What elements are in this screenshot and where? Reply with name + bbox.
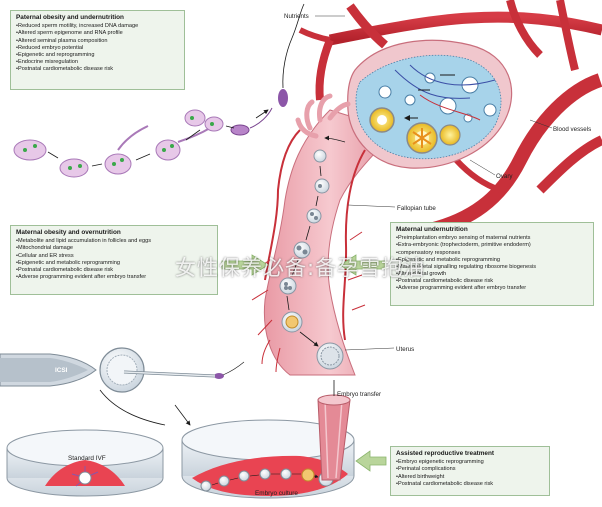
embryo-transfer-catheter	[317, 380, 351, 481]
list-item: Postnatal cardiometabolic disease risk	[396, 481, 544, 488]
influence-arrows	[221, 254, 387, 472]
label-embryo-transfer: Embryo transfer	[337, 391, 382, 398]
paternal-box-title: Paternal obesity and undernutrition	[16, 14, 124, 21]
label-blood-vessels: Blood vessels	[553, 126, 592, 133]
standard-ivf-dish	[6, 429, 164, 497]
list-item: Altered fetal growth	[396, 271, 588, 278]
mature-sperm	[214, 3, 305, 379]
tract-embryos	[279, 149, 344, 370]
paternal-list: Reduced sperm motility, increased DNA da…	[16, 23, 179, 72]
list-item: Extra-embryonic (trophectoderm, primitiv…	[396, 242, 588, 249]
list-item: Embryo epigenetic reprogramming	[396, 459, 544, 466]
list-item: Reduced embryo potential	[16, 45, 179, 52]
list-item: Altered seminal plasma composition	[16, 38, 179, 45]
list-item: Metabolite and lipid accumulation in fol…	[16, 238, 212, 245]
label-fallopian-tube: Fallopian tube	[397, 205, 436, 212]
list-item: Postnatal cardiometabolic disease risk	[16, 267, 212, 274]
label-ovary: Ovary	[496, 173, 513, 180]
assisted-reproduction-box: Assisted reproductive treatment Embryo e…	[390, 446, 550, 496]
watermark-text: 女性保养必备:备孕雪抱油	[175, 256, 426, 280]
maternal-under-list: Preimplantation embryo sensing of matern…	[396, 235, 588, 291]
list-item: Endocrine misregulation	[16, 59, 179, 66]
icsi-setup	[0, 347, 216, 426]
list-item: Adverse programming evident after embryo…	[16, 274, 212, 281]
list-item: Epigenetic and reprogramming	[16, 52, 179, 59]
list-item: Postnatal cardiometabolic disease risk	[396, 278, 588, 285]
list-item: Altered sperm epigenome and RNA profile	[16, 30, 179, 37]
maternal-undernutrition-box: Maternal undernutrition Preimplantation …	[390, 222, 594, 306]
maternal-over-list: Metabolite and lipid accumulation in fol…	[16, 238, 212, 280]
list-item: Postnatal cardiometabolic disease risk	[16, 66, 179, 73]
sperm-maturation-series	[13, 108, 272, 178]
art-box-title: Assisted reproductive treatment	[396, 450, 495, 457]
list-item: Reduced sperm motility, increased DNA da…	[16, 23, 179, 30]
maternal-under-title: Maternal undernutrition	[396, 226, 468, 233]
maternal-overnutrition-box: Maternal obesity and overnutrition Metab…	[10, 225, 218, 295]
list-item: Adverse programming evident after embryo…	[396, 285, 588, 292]
list-item: Maternal-fetal signalling regulating rib…	[396, 264, 588, 271]
list-item: Preimplantation embryo sensing of matern…	[396, 235, 588, 242]
maternal-over-title: Maternal obesity and overnutrition	[16, 229, 121, 236]
ovary	[324, 39, 513, 169]
label-embryo-culture: Embryo culture	[255, 490, 298, 497]
label-uterus: Uterus	[396, 346, 415, 353]
list-item: Perinatal complications	[396, 466, 544, 473]
list-item: Altered birthweight	[396, 474, 544, 481]
label-nutrients: Nutrients	[284, 13, 309, 20]
list-item: Epigenetic and metabolic reprogramming	[16, 260, 212, 267]
list-item: compensatory responses	[396, 250, 588, 257]
art-list: Embryo epigenetic reprogramming Perinata…	[396, 459, 544, 487]
list-item: Mitochondrial damage	[16, 245, 212, 252]
fimbriae	[295, 93, 351, 139]
paternal-effects-box: Paternal obesity and undernutrition Redu…	[10, 10, 185, 90]
label-standard-ivf: Standard IVF	[68, 455, 106, 462]
list-item: Epigenetic and metabolic reprogramming	[396, 257, 588, 264]
list-item: Cellular and ER stress	[16, 253, 212, 260]
label-icsi: ICSI	[55, 367, 68, 374]
